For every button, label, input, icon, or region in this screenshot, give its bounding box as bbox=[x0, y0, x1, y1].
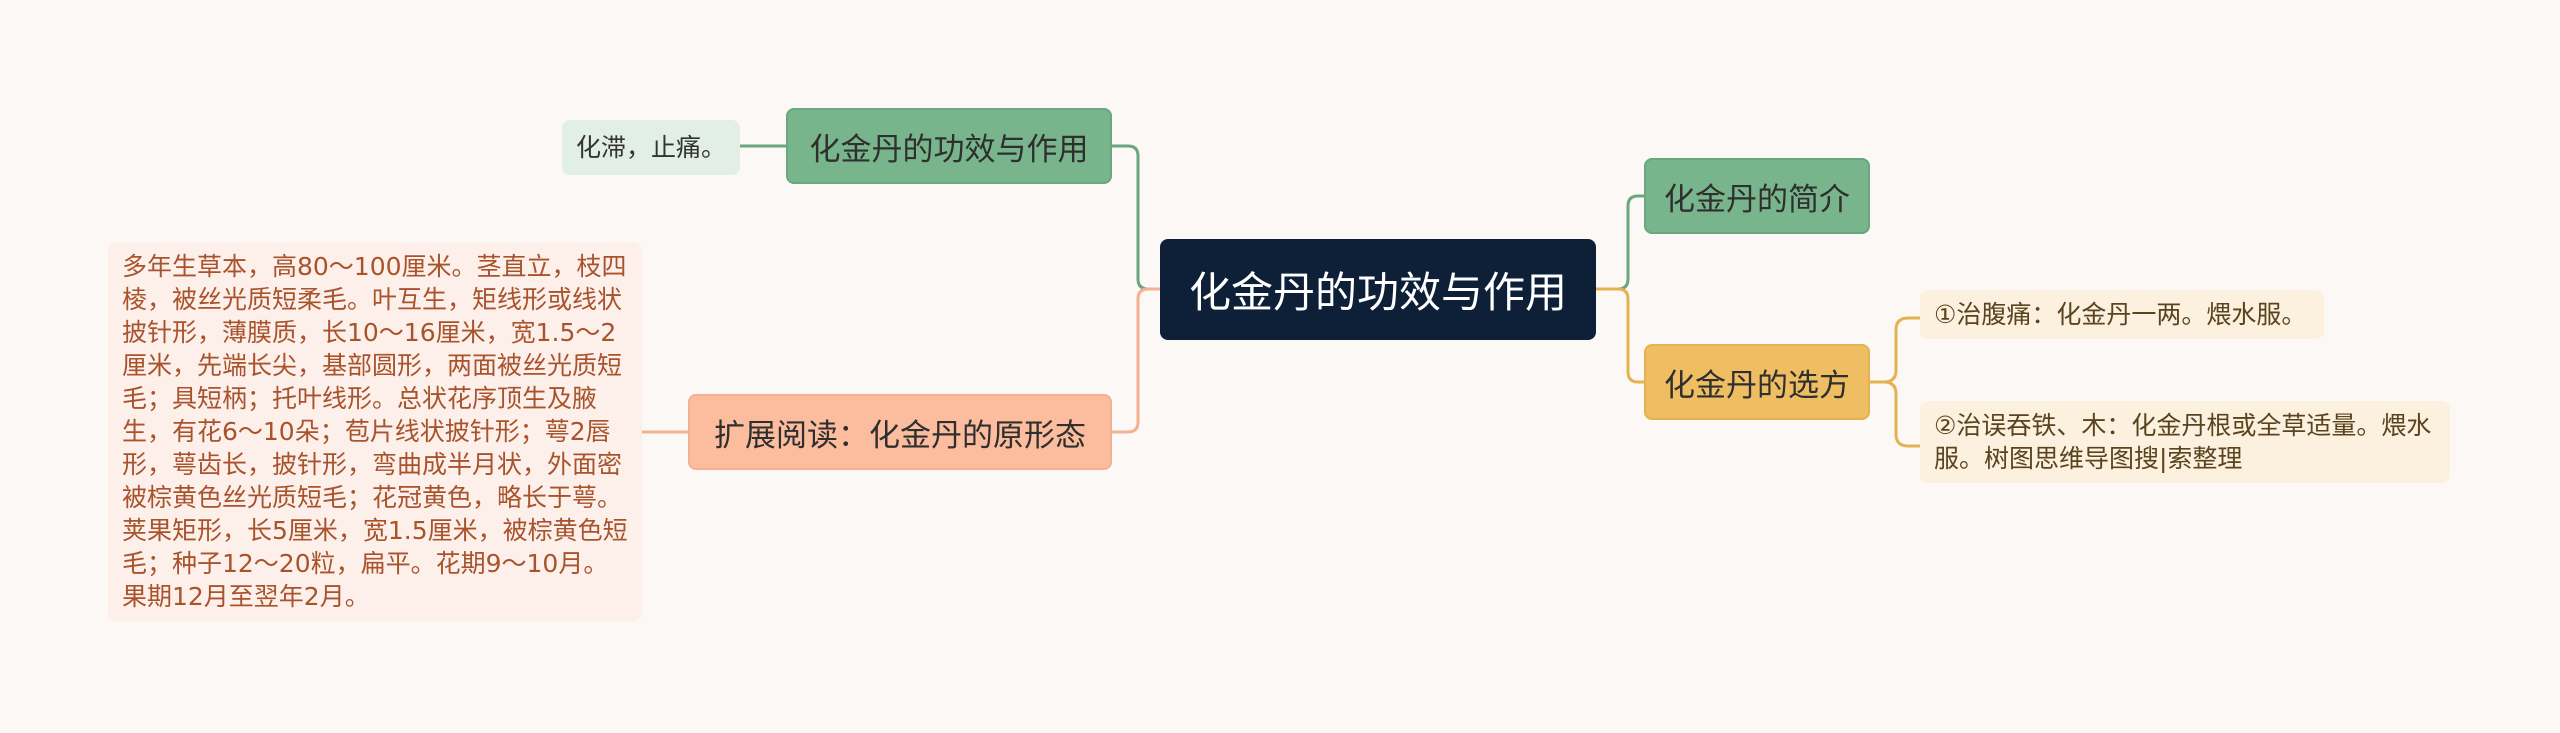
branch-intro-label: 化金丹的简介 bbox=[1664, 181, 1850, 218]
recipe-item-2[interactable]: ②治误吞铁、木：化金丹根或全草适量。煨水服。树图思维导图搜|索整理 bbox=[1920, 401, 2450, 483]
link-root-recipes bbox=[1596, 287, 1644, 384]
branch-reading-label: 扩展阅读：化金丹的原形态 bbox=[714, 417, 1086, 454]
link-root-effect bbox=[1112, 144, 1160, 291]
branch-reading[interactable]: 扩展阅读：化金丹的原形态 bbox=[688, 394, 1112, 470]
effect-leaf-text: 化滞，止痛。 bbox=[576, 133, 727, 162]
branch-recipes[interactable]: 化金丹的选方 bbox=[1644, 344, 1870, 420]
root-label: 化金丹的功效与作用 bbox=[1188, 268, 1567, 317]
reading-leaf[interactable]: 多年生草本，高80～100厘米。茎直立，枝四棱，被丝光质短柔毛。叶互生，矩线形或… bbox=[108, 242, 642, 621]
recipe-item-1[interactable]: ①治腹痛：化金丹一两。煨水服。 bbox=[1920, 290, 2324, 339]
branch-effect[interactable]: 化金丹的功效与作用 bbox=[786, 108, 1112, 184]
link-root-reading bbox=[1112, 287, 1160, 434]
branch-intro[interactable]: 化金丹的简介 bbox=[1644, 158, 1870, 234]
reading-leaf-text: 多年生草本，高80～100厘米。茎直立，枝四棱，被丝光质短柔毛。叶互生，矩线形或… bbox=[122, 252, 628, 611]
effect-leaf[interactable]: 化滞，止痛。 bbox=[562, 120, 740, 175]
recipe-item-2-text: ②治误吞铁、木：化金丹根或全草适量。煨水服。树图思维导图搜|索整理 bbox=[1934, 411, 2432, 473]
branch-recipes-label: 化金丹的选方 bbox=[1664, 367, 1850, 404]
branch-effect-label: 化金丹的功效与作用 bbox=[809, 131, 1089, 168]
link-recipes-item1 bbox=[1870, 316, 1920, 384]
link-root-intro bbox=[1596, 194, 1644, 291]
recipe-item-1-text: ①治腹痛：化金丹一两。煨水服。 bbox=[1934, 300, 2307, 329]
link-recipes-item2 bbox=[1870, 380, 1920, 448]
root-node[interactable]: 化金丹的功效与作用 bbox=[1160, 239, 1596, 340]
